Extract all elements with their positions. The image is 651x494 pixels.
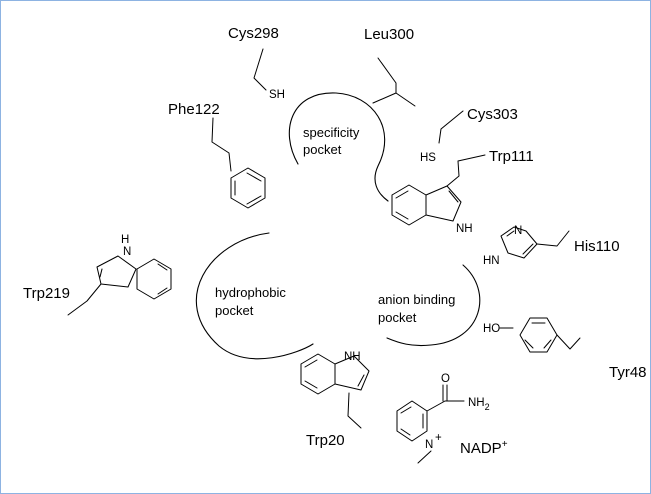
anion-pocket-label-2: pocket [378, 310, 417, 325]
hydrophobic-pocket-label-2: pocket [215, 303, 254, 318]
phe122-double-2 [246, 195, 262, 205]
trp111-side-chain [446, 154, 486, 187]
leu300-label: Leu300 [364, 26, 414, 43]
trp20-side-chain [347, 392, 362, 429]
trp219-pyrrole-ring [96, 255, 137, 288]
hydrophobic-pocket-label-1: hydrophobic [215, 285, 286, 300]
tyr48-side-chain [556, 334, 581, 350]
cys298-side-chain [253, 48, 267, 91]
trp219-double-2 [157, 263, 168, 271]
cys303-side-chain [438, 110, 464, 144]
trp20-pyrrole-ring [334, 355, 370, 391]
cys303-hs-atom: HS [420, 152, 436, 164]
cys298-label: Cys298 [228, 25, 279, 42]
trp20-double-1 [304, 359, 318, 368]
cys298-sh-atom: SH [269, 89, 285, 101]
leu300-methyl-1 [372, 92, 397, 104]
phe122-side-chain [211, 117, 232, 172]
his110-n-atom: N [514, 225, 522, 237]
leu300-methyl-2 [395, 92, 416, 107]
nadp-pyridinium-ring [396, 400, 428, 442]
trp111-double-3 [448, 190, 459, 203]
nadp-o-atom: O [441, 373, 450, 385]
nadp-n-atom: N [425, 439, 433, 451]
trp219-h-atom: H [121, 234, 129, 246]
his110-double-2 [522, 243, 534, 255]
trp20-label: Trp20 [306, 432, 345, 449]
nadp-methyl-bond [417, 450, 432, 464]
tyr48-label: Tyr48 [609, 364, 647, 381]
trp219-label: Trp219 [23, 285, 70, 302]
phe122-label: Phe122 [168, 101, 220, 118]
anion-pocket-label-1: anion binding [378, 292, 455, 307]
his110-double-1 [506, 230, 515, 237]
trp111-double-2 [395, 211, 409, 220]
anion-pocket-outline [386, 264, 481, 347]
trp219-side-chain [67, 283, 102, 316]
trp219-double-3 [157, 287, 168, 295]
nadp-double-1 [400, 406, 412, 414]
tyr48-double-3 [524, 339, 534, 349]
trp20-benzene-ring [300, 353, 336, 395]
nadp-label: NADP+ [460, 439, 508, 457]
cys303-label: Cys303 [467, 106, 518, 123]
nadp-double-2 [400, 428, 411, 436]
trp219-n-atom: N [123, 246, 131, 258]
phe122-double-1 [246, 172, 262, 182]
trp111-label: Trp111 [489, 148, 534, 165]
nadp-amide-bond [426, 400, 446, 412]
trp111-pyrrole-ring [425, 185, 462, 222]
tyr48-benzene-ring [519, 317, 558, 353]
trp111-double-1 [395, 190, 409, 199]
tyr48-ho-atom: HO [483, 323, 500, 335]
specificity-pocket-label-1: specificity [303, 125, 360, 140]
trp20-nh-atom: NH [344, 351, 361, 363]
hydrophobic-pocket-outline [195, 232, 314, 360]
his110-imidazole-ring [500, 226, 538, 259]
tyr48-double-2 [543, 339, 552, 349]
leu300-side-chain [377, 57, 397, 94]
trp111-benzene-ring [391, 184, 427, 226]
his110-hn-atom: HN [483, 255, 500, 267]
trp219-double-1 [99, 268, 103, 278]
trp219-benzene-ring [136, 258, 172, 300]
his110-side-chain [536, 230, 570, 247]
specificity-pocket-outline [288, 92, 389, 202]
his110-label: His110 [574, 238, 620, 255]
trp111-nh-atom: NH [456, 223, 473, 235]
specificity-pocket-label-2: pocket [303, 142, 342, 157]
nadp-nh2-atom: NH2 [468, 397, 490, 412]
trp20-double-2 [304, 380, 318, 389]
phe122-benzene-ring [230, 167, 266, 209]
nadp-n-plus: + [435, 432, 442, 444]
trp20-double-3 [357, 374, 365, 387]
